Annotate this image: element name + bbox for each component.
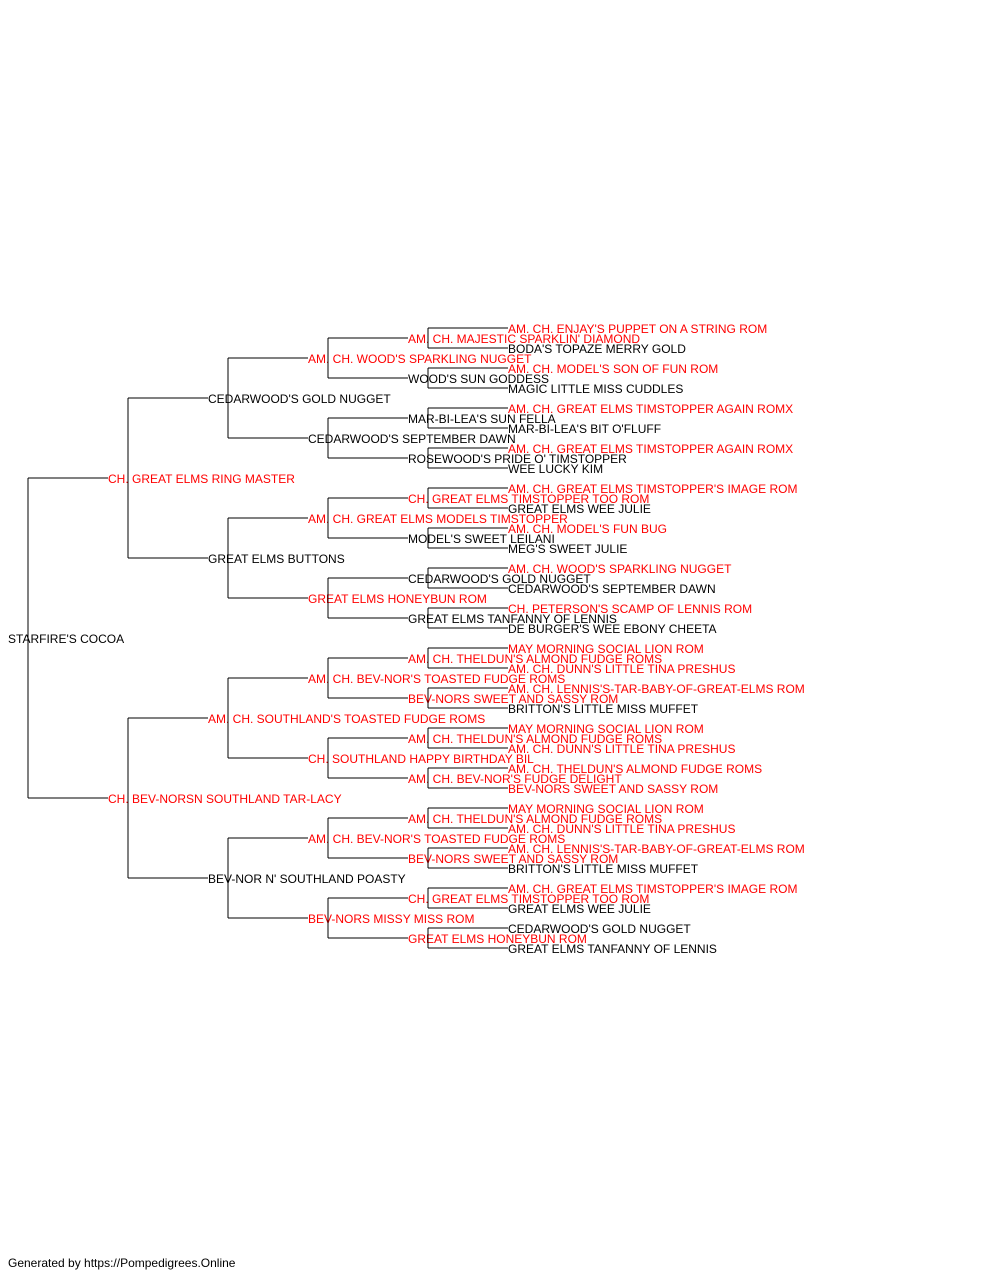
ancestor-name: AM. CH. SOUTHLAND'S TOASTED FUDGE ROMS xyxy=(208,712,485,726)
ancestor-name: CH. PETERSON'S SCAMP OF LENNIS ROM xyxy=(508,602,752,616)
ancestor-name: AM. CH. DUNN'S LITTLE TINA PRESHUS xyxy=(508,742,735,756)
ancestor-name: GREAT ELMS WEE JULIE xyxy=(508,502,651,516)
ancestor-name: AM. CH. WOOD'S SPARKLING NUGGET xyxy=(308,352,532,366)
ancestor-name: DE BURGER'S WEE EBONY CHEETA xyxy=(508,622,717,636)
ancestor-name: AM. CH. LENNIS'S-TAR-BABY-OF-GREAT-ELMS … xyxy=(508,842,805,856)
ancestor-name: BEV-NOR N' SOUTHLAND POASTY xyxy=(208,872,406,886)
ancestor-name: MAGIC LITTLE MISS CUDDLES xyxy=(508,382,683,396)
ancestor-name: GREAT ELMS TANFANNY OF LENNIS xyxy=(508,942,717,956)
ancestor-name: MEG'S SWEET JULIE xyxy=(508,542,627,556)
ancestor-name: AM. CH. GREAT ELMS TIMSTOPPER AGAIN ROMX xyxy=(508,402,793,416)
ancestor-name: MAY MORNING SOCIAL LION ROM xyxy=(508,722,704,736)
ancestor-name: AM. CH. MAJESTIC SPARKLIN' DIAMOND xyxy=(408,332,640,346)
ancestor-name: BEV-NORS MISSY MISS ROM xyxy=(308,912,474,926)
ancestor-name: CEDARWOOD'S SEPTEMBER DAWN xyxy=(308,432,516,446)
ancestor-name: WEE LUCKY KIM xyxy=(508,462,603,476)
ancestor-name: BEV-NORS SWEET AND SASSY ROM xyxy=(408,692,618,706)
ancestor-name: BRITTON'S LITTLE MISS MUFFET xyxy=(508,862,699,876)
ancestor-name: AM. CH. GREAT ELMS TIMSTOPPER'S IMAGE RO… xyxy=(508,882,797,896)
ancestor-name: BRITTON'S LITTLE MISS MUFFET xyxy=(508,702,699,716)
ancestor-name: CEDARWOOD'S GOLD NUGGET xyxy=(508,922,691,936)
ancestor-name: AM. CH. ENJAY'S PUPPET ON A STRING ROM xyxy=(508,322,767,336)
ancestor-name: GREAT ELMS HONEYBUN ROM xyxy=(408,932,587,946)
ancestor-name: GREAT ELMS HONEYBUN ROM xyxy=(308,592,487,606)
ancestor-name: CH. GREAT ELMS TIMSTOPPER TOO ROM xyxy=(408,492,649,506)
ancestor-name: MAY MORNING SOCIAL LION ROM xyxy=(508,802,704,816)
ancestor-name: CH. GREAT ELMS RING MASTER xyxy=(108,472,295,486)
ancestor-name: CH. BEV-NORSN SOUTHLAND TAR-LACY xyxy=(108,792,342,806)
ancestor-name: AM. CH. THELDUN'S ALMOND FUDGE ROMS xyxy=(408,652,662,666)
ancestor-name: GREAT ELMS WEE JULIE xyxy=(508,902,651,916)
ancestor-name: CEDARWOOD'S GOLD NUGGET xyxy=(208,392,391,406)
ancestor-name: ROSEWOOD'S PRIDE O' TIMSTOPPER xyxy=(408,452,627,466)
ancestor-name: CH. SOUTHLAND HAPPY BIRTHDAY BIL xyxy=(308,752,534,766)
ancestor-name: AM. CH. DUNN'S LITTLE TINA PRESHUS xyxy=(508,822,735,836)
ancestor-name: AM. CH. GREAT ELMS TIMSTOPPER AGAIN ROMX xyxy=(508,442,793,456)
ancestor-name: AM. CH. GREAT ELMS MODELS TIMSTOPPER xyxy=(308,512,568,526)
ancestor-name: AM. CH. BEV-NOR'S FUDGE DELIGHT xyxy=(408,772,622,786)
ancestor-name: AM. CH. MODEL'S SON OF FUN ROM xyxy=(508,362,718,376)
ancestor-name: GREAT ELMS BUTTONS xyxy=(208,552,345,566)
ancestor-name: WOOD'S SUN GODDESS xyxy=(408,372,549,386)
ancestor-name: CEDARWOOD'S GOLD NUGGET xyxy=(408,572,591,586)
ancestor-name: AM. CH. WOOD'S SPARKLING NUGGET xyxy=(508,562,732,576)
ancestor-name: MAR-BI-LEA'S SUN FELLA xyxy=(408,412,556,426)
ancestor-name: MODEL'S SWEET LEILANI xyxy=(408,532,555,546)
ancestor-name: BODA'S TOPAZE MERRY GOLD xyxy=(508,342,686,356)
ancestor-name: GREAT ELMS TANFANNY OF LENNIS xyxy=(408,612,617,626)
ancestor-name: BEV-NORS SWEET AND SASSY ROM xyxy=(508,782,718,796)
ancestor-name: AM. CH. BEV-NOR'S TOASTED FUDGE ROMS xyxy=(308,672,565,686)
generated-by-footer: Generated by https://Pompedigrees.Online xyxy=(8,1256,236,1270)
ancestor-name: AM. CH. LENNIS'S-TAR-BABY-OF-GREAT-ELMS … xyxy=(508,682,805,696)
ancestor-name: MAY MORNING SOCIAL LION ROM xyxy=(508,642,704,656)
ancestor-name: AM. CH. THELDUN'S ALMOND FUDGE ROMS xyxy=(508,762,762,776)
ancestor-name: CEDARWOOD'S SEPTEMBER DAWN xyxy=(508,582,716,596)
ancestor-name: MAR-BI-LEA'S BIT O'FLUFF xyxy=(508,422,661,436)
ancestor-name: CH. GREAT ELMS TIMSTOPPER TOO ROM xyxy=(408,892,649,906)
ancestor-name: AM. CH. THELDUN'S ALMOND FUDGE ROMS xyxy=(408,812,662,826)
ancestor-name: AM. CH. DUNN'S LITTLE TINA PRESHUS xyxy=(508,662,735,676)
ancestor-name: AM. CH. GREAT ELMS TIMSTOPPER'S IMAGE RO… xyxy=(508,482,797,496)
ancestor-name: AM. CH. BEV-NOR'S TOASTED FUDGE ROMS xyxy=(308,832,565,846)
ancestor-name: BEV-NORS SWEET AND SASSY ROM xyxy=(408,852,618,866)
ancestor-name: AM. CH. THELDUN'S ALMOND FUDGE ROMS xyxy=(408,732,662,746)
ancestor-name: AM. CH. MODEL'S FUN BUG xyxy=(508,522,667,536)
subject-dog-name: STARFIRE'S COCOA xyxy=(8,632,124,646)
